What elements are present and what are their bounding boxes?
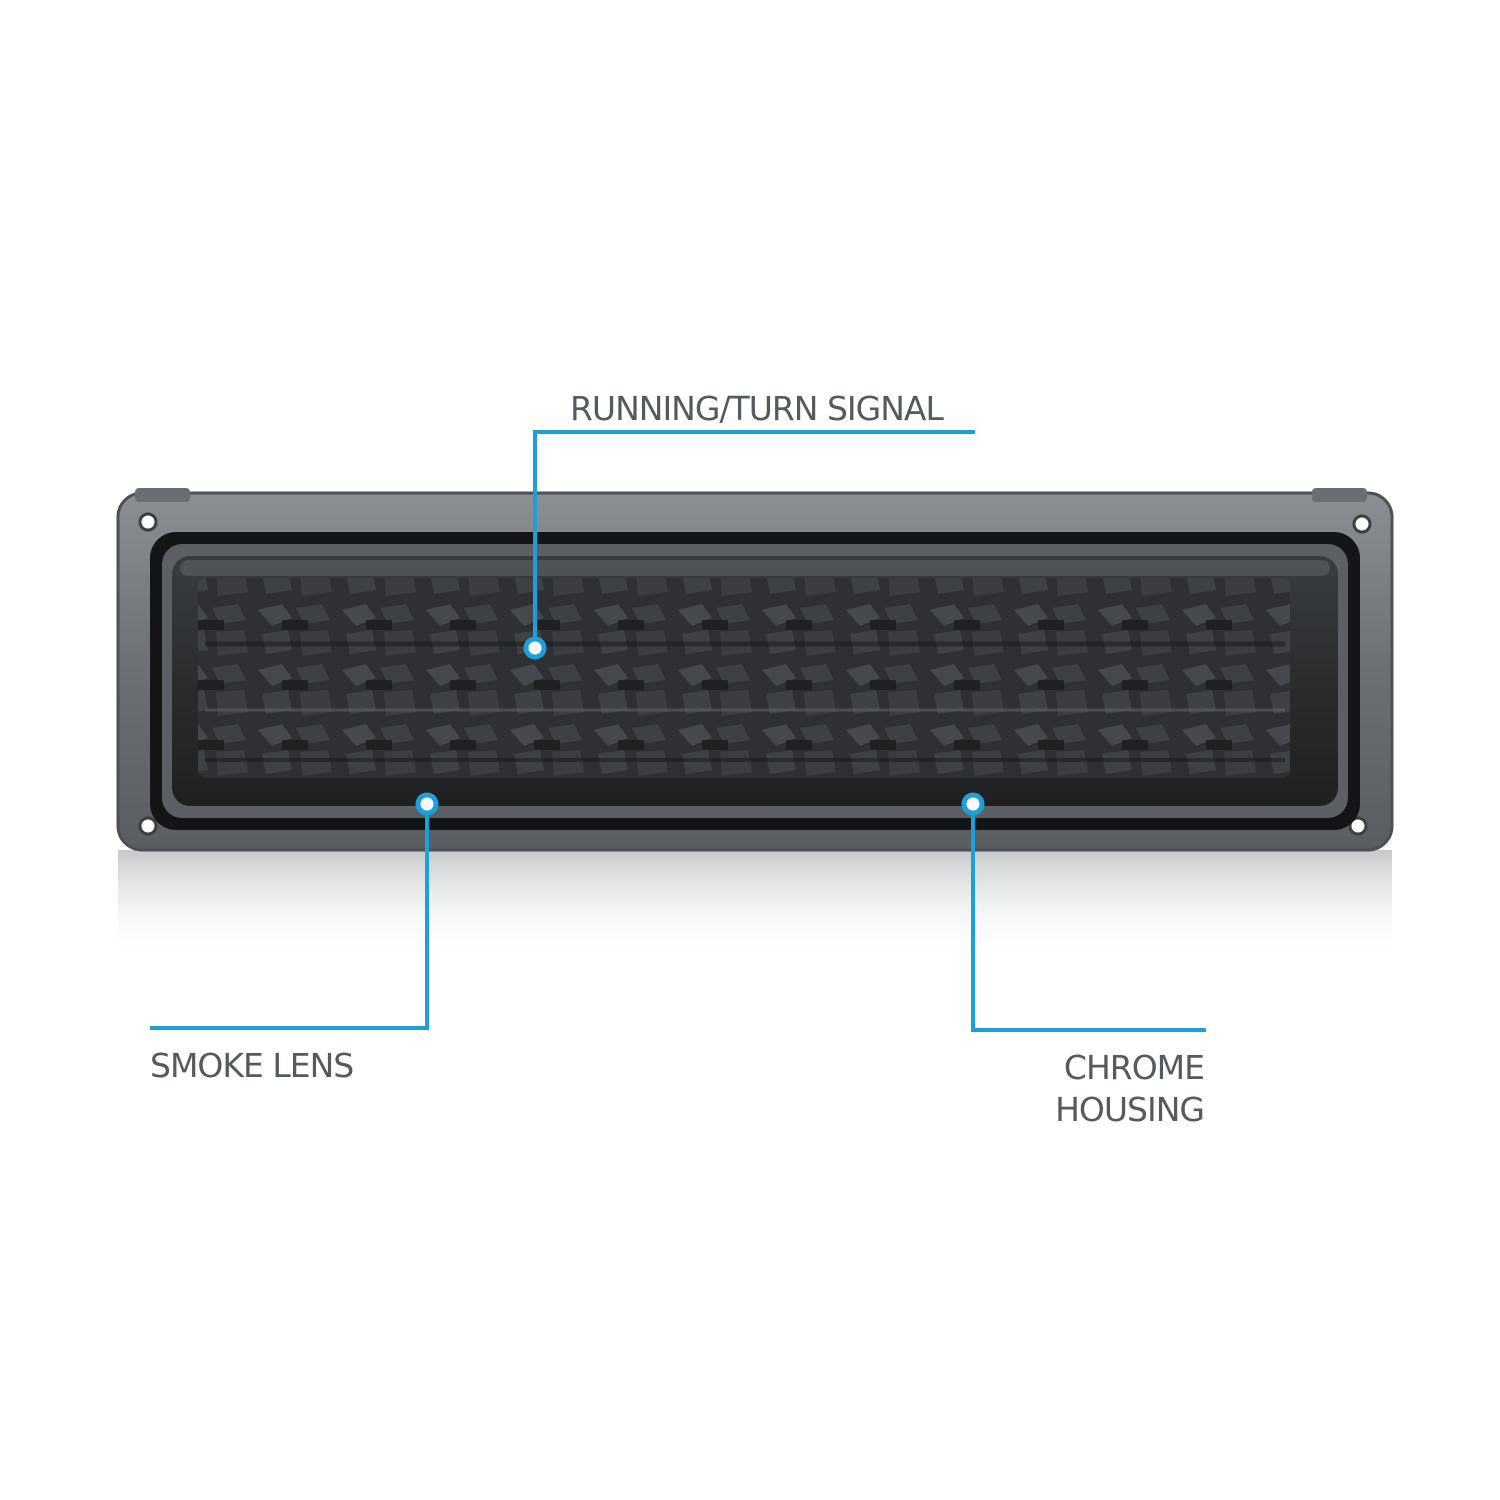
running-turn-signal-label: RUNNING/TURN SIGNAL (570, 389, 944, 428)
chrome-housing-label-line-2: HOUSING (1055, 1090, 1205, 1129)
smoke-lens-label: SMOKE LENS (150, 1046, 354, 1085)
chrome-housing-label: CHROME HOUSING (1055, 1047, 1205, 1131)
chrome-housing-label-line-1: CHROME (1063, 1048, 1205, 1087)
